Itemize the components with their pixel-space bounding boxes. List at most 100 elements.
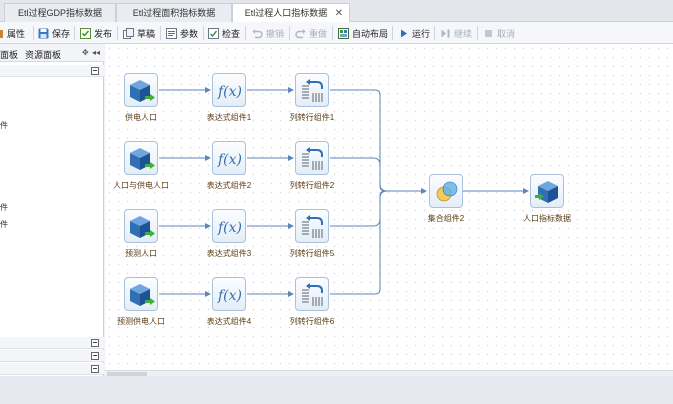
node-label: 列转行组件6 <box>289 317 335 326</box>
toolbar-separator <box>203 26 204 40</box>
node-label: 列转行组件5 <box>289 249 335 258</box>
minimize-icon[interactable] <box>91 67 99 75</box>
minimize-icon[interactable] <box>91 352 99 360</box>
toolbar: 属性 保存 发布 草稿 参数 检查 撤销 重做 自动布局 运行 <box>0 22 673 44</box>
tree-item-fragment[interactable]: 件 <box>0 121 8 130</box>
toolbar-separator <box>332 26 333 40</box>
toolbar-separator <box>434 26 435 40</box>
node-expression-2[interactable]: f(x) <box>212 141 246 175</box>
column-to-row-icon <box>302 79 323 102</box>
scrollbar-thumb[interactable] <box>107 372 147 376</box>
panel-section-header <box>0 350 104 362</box>
node-label: 集合组件2 <box>427 214 465 223</box>
publish-icon <box>80 27 91 39</box>
svg-text:f(x): f(x) <box>217 220 242 236</box>
properties-button[interactable]: 属性 <box>0 25 25 41</box>
toolbar-separator <box>117 26 118 40</box>
tab-etl-population[interactable]: Etl过程人口指标数据 ✕ <box>232 3 350 23</box>
close-icon[interactable]: ✕ <box>334 8 343 19</box>
column-to-row-icon <box>302 283 323 306</box>
panel-section-header <box>0 65 104 77</box>
tab-etl-gdp[interactable]: Etl过程GDP指标数据 <box>4 3 116 22</box>
node-label: 表达式组件1 <box>206 113 252 122</box>
cancel-button[interactable]: 取消 <box>483 25 515 41</box>
tab-label: Etl过程人口指标数据 <box>244 8 328 18</box>
function-icon: f(x) <box>217 288 242 304</box>
tab-label: Etl过程GDP指标数据 <box>17 8 102 18</box>
params-button[interactable]: 参数 <box>166 25 198 41</box>
save-icon <box>38 28 49 38</box>
node-label: 列转行组件1 <box>289 113 335 122</box>
run-label: 运行 <box>412 28 431 39</box>
run-button[interactable]: 运行 <box>398 25 430 41</box>
redo-button[interactable]: 重做 <box>295 25 327 41</box>
tree-item-fragment[interactable]: 件 <box>0 203 8 212</box>
redo-icon <box>295 28 306 38</box>
node-label: 列转行组件2 <box>289 181 335 190</box>
undo-label: 撤销 <box>266 28 285 39</box>
link-rc6-union[interactable] <box>330 190 426 295</box>
node-expression-1[interactable]: f(x) <box>212 73 246 107</box>
left-panel: 面板 资源面板 ✥ ◂◂ 件 件 件 <box>0 44 104 376</box>
node-union[interactable] <box>429 174 463 208</box>
database-table-icon <box>130 284 155 306</box>
undo-icon <box>252 28 263 38</box>
play-icon <box>401 29 407 37</box>
draft-icon <box>123 27 134 39</box>
auto-layout-button[interactable]: 自动布局 <box>338 25 388 41</box>
save-button[interactable]: 保存 <box>38 25 70 41</box>
panel-header: 面板 资源面板 ✥ ◂◂ <box>0 44 104 62</box>
panel-section-header <box>0 337 104 349</box>
link-lines <box>159 87 529 297</box>
check-button[interactable]: 检查 <box>208 25 240 41</box>
node-source-2[interactable] <box>124 141 158 175</box>
link-rc5-union[interactable] <box>330 190 426 227</box>
redo-label: 重做 <box>309 28 328 39</box>
node-source-3[interactable] <box>124 209 158 243</box>
auto-layout-icon <box>338 27 349 39</box>
node-column-to-row-5[interactable] <box>295 209 329 243</box>
panel-tab-fragment[interactable]: 面板 <box>0 50 19 60</box>
toolbar-separator <box>289 26 290 40</box>
link-rc1-union[interactable] <box>330 89 427 194</box>
params-icon <box>166 27 177 39</box>
node-target[interactable] <box>530 174 564 208</box>
continue-button[interactable]: 继续 <box>440 25 472 41</box>
draft-button[interactable]: 草稿 <box>123 25 155 41</box>
toolbar-separator <box>160 26 161 40</box>
node-expression-4[interactable]: f(x) <box>212 277 246 311</box>
svg-text:f(x): f(x) <box>217 84 242 100</box>
function-icon: f(x) <box>217 84 242 100</box>
svg-text:f(x): f(x) <box>217 288 242 304</box>
status-area <box>0 376 673 404</box>
save-label: 保存 <box>52 28 71 39</box>
node-source-4[interactable] <box>124 277 158 311</box>
collapse-panel-icon[interactable]: ◂◂ <box>92 48 101 57</box>
flow-links <box>159 87 529 297</box>
flow-canvas[interactable] <box>105 44 673 370</box>
toolbar-separator <box>245 26 246 40</box>
node-expression-3[interactable]: f(x) <box>212 209 246 243</box>
node-label: 人口指标数据 <box>523 214 571 223</box>
resource-panel-tab[interactable]: 资源面板 <box>25 50 62 60</box>
function-icon: f(x) <box>217 152 242 168</box>
node-column-to-row-6[interactable] <box>295 277 329 311</box>
tab-label: Etl过程面积指标数据 <box>132 8 216 18</box>
publish-label: 发布 <box>94 28 113 39</box>
link-rc2-union[interactable] <box>330 157 426 192</box>
minimize-icon[interactable] <box>91 339 99 347</box>
set-union-icon <box>436 181 458 202</box>
horizontal-scrollbar[interactable] <box>105 370 673 376</box>
node-label: 人口与供电人口 <box>113 181 169 190</box>
tab-etl-area[interactable]: Etl过程面积指标数据 <box>116 3 232 22</box>
publish-button[interactable]: 发布 <box>80 25 112 41</box>
node-column-to-row-1[interactable] <box>295 73 329 107</box>
undo-button[interactable]: 撤销 <box>252 25 284 41</box>
node-column-to-row-2[interactable] <box>295 141 329 175</box>
node-source-1[interactable] <box>124 73 158 107</box>
pin-icon[interactable]: ✥ <box>82 48 89 57</box>
database-table-icon <box>535 181 558 203</box>
check-label: 检查 <box>222 28 241 39</box>
minimize-icon[interactable] <box>91 365 99 373</box>
tree-item-fragment[interactable]: 件 <box>0 220 8 229</box>
